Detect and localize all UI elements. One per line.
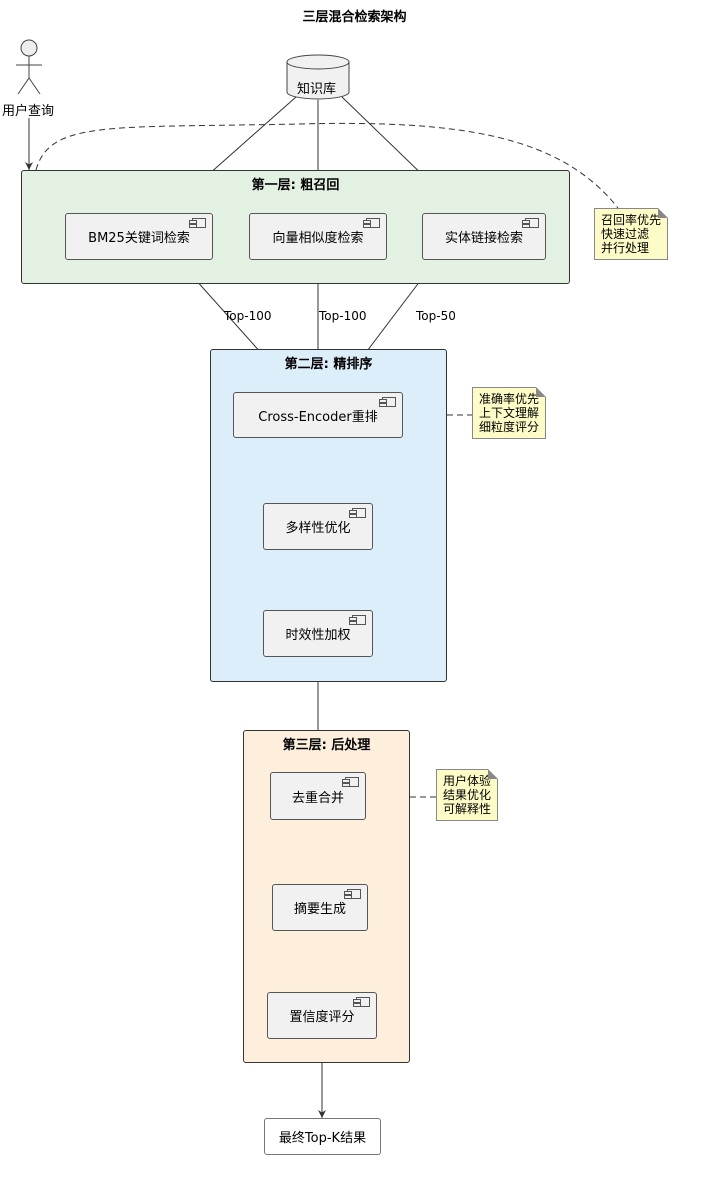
note-fold-icon bbox=[488, 769, 499, 779]
component-label: Cross-Encoder重排 bbox=[258, 409, 378, 425]
component-diversity: 多样性优化 bbox=[263, 503, 373, 550]
component-label: 摘要生成 bbox=[293, 902, 346, 917]
note-line: 上下文理解 bbox=[479, 406, 540, 420]
component-label: BM25关键词检索 bbox=[88, 231, 190, 246]
diagram-title: 三层混合检索架构 bbox=[302, 10, 407, 25]
note-line: 可解释性 bbox=[443, 802, 492, 816]
component-icon bbox=[349, 615, 366, 625]
component-confidence-scoring: 置信度评分 bbox=[267, 992, 377, 1039]
component-entity-link-search: 实体链接检索 bbox=[422, 213, 546, 260]
note-layer-2: 准确率优先 上下文理解 细粒度评分 bbox=[472, 387, 547, 439]
component-icon bbox=[342, 777, 359, 787]
component-bm25-search: BM25关键词检索 bbox=[65, 213, 213, 260]
layer-3-title: 第三层: 后处理 bbox=[282, 738, 371, 753]
layer-2-title: 第二层: 精排序 bbox=[284, 357, 373, 372]
edge-label-bm25: Top-100 bbox=[224, 309, 272, 323]
note-line: 用户体验 bbox=[443, 774, 492, 788]
component-icon bbox=[349, 508, 366, 518]
component-icon bbox=[379, 397, 396, 407]
actor-icon bbox=[16, 39, 42, 95]
note-line: 准确率优先 bbox=[479, 392, 540, 406]
component-label: 多样性优化 bbox=[285, 521, 351, 536]
note-fold-icon bbox=[536, 387, 547, 397]
component-icon bbox=[189, 218, 206, 228]
component-cross-encoder: Cross-Encoder重排 bbox=[233, 392, 403, 438]
note-layer-3: 用户体验 结果优化 可解释性 bbox=[436, 769, 499, 821]
component-label: 置信度评分 bbox=[289, 1010, 355, 1025]
note-fold-icon bbox=[658, 208, 669, 218]
note-line: 细粒度评分 bbox=[479, 420, 540, 434]
note-line: 快速过滤 bbox=[601, 227, 650, 241]
actor-label: 用户查询 bbox=[2, 104, 55, 119]
edge-label-vector: Top-100 bbox=[319, 309, 367, 323]
component-vector-search: 向量相似度检索 bbox=[249, 213, 387, 260]
note-layer-1: 召回率优先 快速过滤 并行处理 bbox=[594, 208, 669, 260]
component-icon bbox=[363, 218, 380, 228]
component-dedup-merge: 去重合并 bbox=[270, 772, 366, 820]
component-icon bbox=[344, 889, 361, 899]
component-label: 实体链接检索 bbox=[444, 231, 523, 246]
final-result-box: 最终Top-K结果 bbox=[264, 1118, 381, 1155]
knowledge-base-label: 知识库 bbox=[297, 82, 337, 97]
layer-1-title: 第一层: 粗召回 bbox=[251, 178, 340, 193]
component-icon bbox=[353, 997, 370, 1007]
edge-label-entity: Top-50 bbox=[416, 309, 456, 323]
note-line: 结果优化 bbox=[443, 788, 492, 802]
component-label: 去重合并 bbox=[291, 790, 344, 806]
component-summary-generation: 摘要生成 bbox=[272, 884, 368, 931]
component-label: 时效性加权 bbox=[285, 628, 351, 643]
component-label: 向量相似度检索 bbox=[272, 231, 364, 246]
component-icon bbox=[522, 218, 539, 228]
note-line: 并行处理 bbox=[601, 241, 650, 255]
note-line: 召回率优先 bbox=[601, 213, 662, 227]
component-recency-weighting: 时效性加权 bbox=[263, 610, 373, 657]
final-result-label: 最终Top-K结果 bbox=[278, 1131, 367, 1146]
